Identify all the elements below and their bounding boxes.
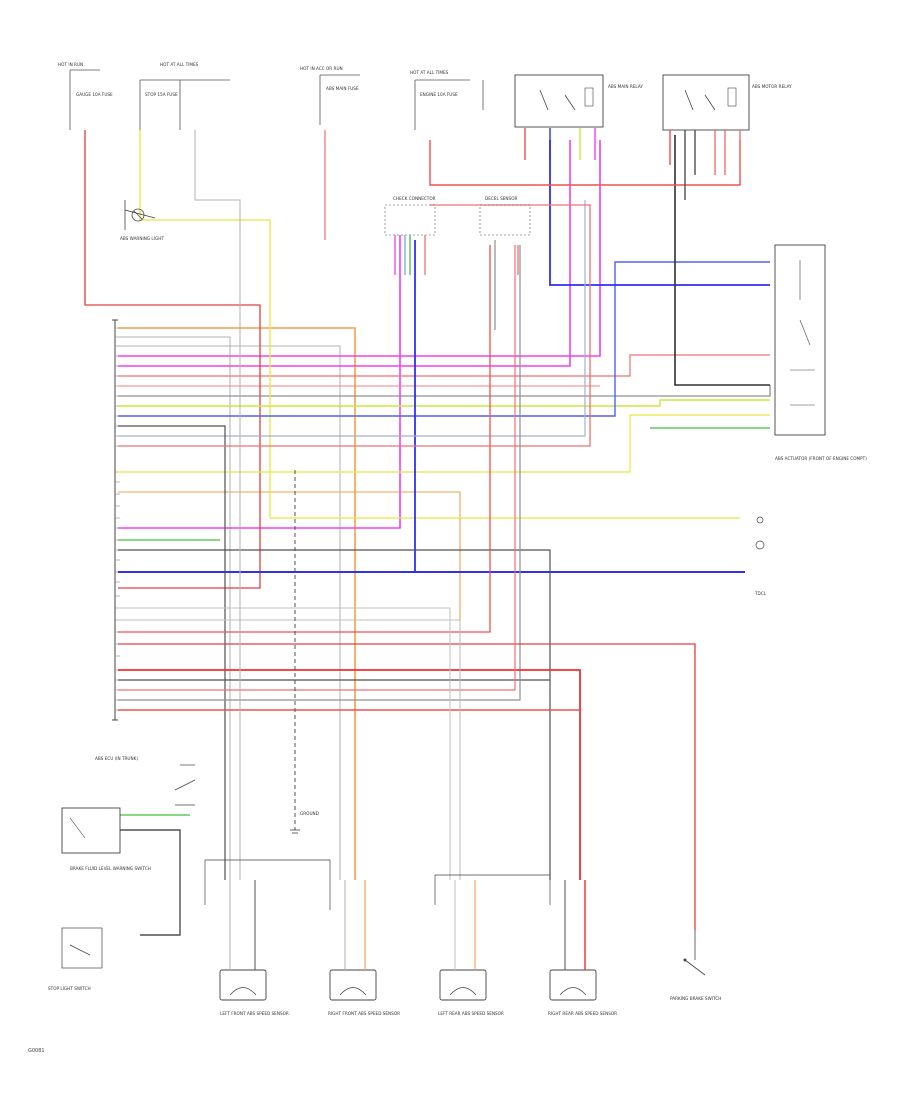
wire-pink-1 [118, 354, 770, 377]
stop-light-switch [124, 200, 156, 230]
wire-orange-1 [118, 327, 356, 880]
wire-black-6 [120, 829, 181, 936]
wire-yellow-green [118, 399, 770, 407]
brake-fluid-switch [61, 807, 121, 854]
wire-magenta-3 [118, 235, 401, 529]
wire-gray-5 [118, 607, 451, 880]
label-fuse-abs-main: ABS MAIN FUSE [326, 86, 359, 91]
label-abs-warning: ABS WARNING LIGHT [120, 236, 164, 241]
tdcl-connector [755, 516, 765, 550]
wire-yellow-1 [118, 414, 770, 473]
abs-actuator [774, 244, 826, 436]
stop-switch-bottom [61, 927, 103, 969]
label-brake-fluid: BRAKE FLUID LEVEL WARNING SWITCH [70, 866, 151, 871]
label-hot-in-run: HOT IN RUN [58, 62, 83, 67]
wire-blue-1 [118, 261, 770, 417]
label-speed-sensor-lr: LEFT REAR ABS SPEED SENSOR [438, 1011, 504, 1016]
wire-black-4 [118, 245, 521, 701]
wire-blue-3 [549, 140, 770, 286]
wire-magenta-2 [118, 140, 571, 367]
wire-red-7 [429, 140, 741, 186]
ecu-pin-ticks [115, 327, 120, 711]
parking-brake-switch [683, 930, 706, 976]
relay-small [174, 764, 196, 806]
label-g-sensor: DECEL SENSOR [485, 196, 517, 201]
label-speed-sensor-rf: RIGHT FRONT ABS SPEED SENSOR [328, 1011, 400, 1016]
label-fuse-gauge: GAUGE 10A FUSE [76, 92, 113, 97]
label-actuator: ABS ACTUATOR (FRONT OF ENGINE COMPT) [775, 456, 867, 461]
label-speed-sensor-rr: RIGHT REAR ABS SPEED SENSOR [548, 1011, 617, 1016]
label-hot-in-acc-run: HOT IN ACC OR RUN [300, 66, 343, 71]
wire-black-1 [118, 425, 226, 880]
wire-black-2 [118, 549, 551, 880]
wire-magenta-1 [118, 140, 601, 357]
label-check-connector: CHECK CONNECTOR [393, 196, 436, 201]
label-hot-at-all-times-2: HOT AT ALL TIMES [410, 70, 449, 75]
check-connector [384, 204, 436, 275]
label-parking-brake: PARKING BRAKE SWITCH [670, 996, 721, 1001]
diagram-code: G0081 [28, 1048, 45, 1054]
label-stop-switch: STOP LIGHT SWITCH [48, 986, 91, 991]
wiring-harness [84, 130, 771, 936]
speed-sensor-right-front [329, 880, 377, 1001]
wire-red-3 [118, 643, 696, 930]
abs-motor-relay [662, 74, 750, 131]
label-fuse-stop: STOP 15A FUSE [145, 92, 178, 97]
speed-sensor-left-rear [439, 880, 487, 1001]
label-ecu: ABS ECU (IN TRUNK) [95, 756, 138, 761]
wire-red-2 [118, 245, 491, 633]
power-sources [69, 69, 484, 130]
wire-gray-3 [118, 385, 771, 397]
label-tdcl: TDCL [754, 591, 767, 596]
relay-stubs [524, 128, 741, 200]
label-fuse-engine: ENGINE 10A FUSE [420, 92, 458, 97]
sensor-shields [204, 859, 551, 910]
wire-red-1 [118, 204, 591, 447]
wire-gray-1 [118, 336, 231, 880]
abs-ecu-connector [112, 319, 118, 721]
wire-yellow-2 [139, 130, 740, 519]
speed-sensor-left-front [219, 880, 267, 1001]
wire-red-5 [118, 245, 516, 691]
label-main-relay: ABS MAIN RELAY [608, 84, 643, 89]
g-sensor-connector [479, 204, 531, 330]
label-ground: GROUND [300, 811, 319, 816]
wire-gray-2 [118, 345, 341, 880]
wire-gray-4 [118, 619, 461, 880]
wire-black-5 [674, 135, 770, 386]
label-motor-relay: ABS MOTOR RELAY [752, 84, 792, 89]
wire-red-4 [118, 669, 581, 880]
abs-main-relay [514, 74, 604, 128]
label-hot-at-all-times-1: HOT AT ALL TIMES [160, 62, 199, 67]
wire-lightblue-1 [118, 200, 586, 437]
wire-gray-6 [194, 130, 241, 880]
wire-red-ign [84, 130, 261, 589]
speed-sensor-right-rear [549, 880, 597, 1001]
ground-symbols [290, 829, 300, 834]
label-speed-sensor-lf: LEFT FRONT ABS SPEED SENSOR [220, 1011, 289, 1016]
